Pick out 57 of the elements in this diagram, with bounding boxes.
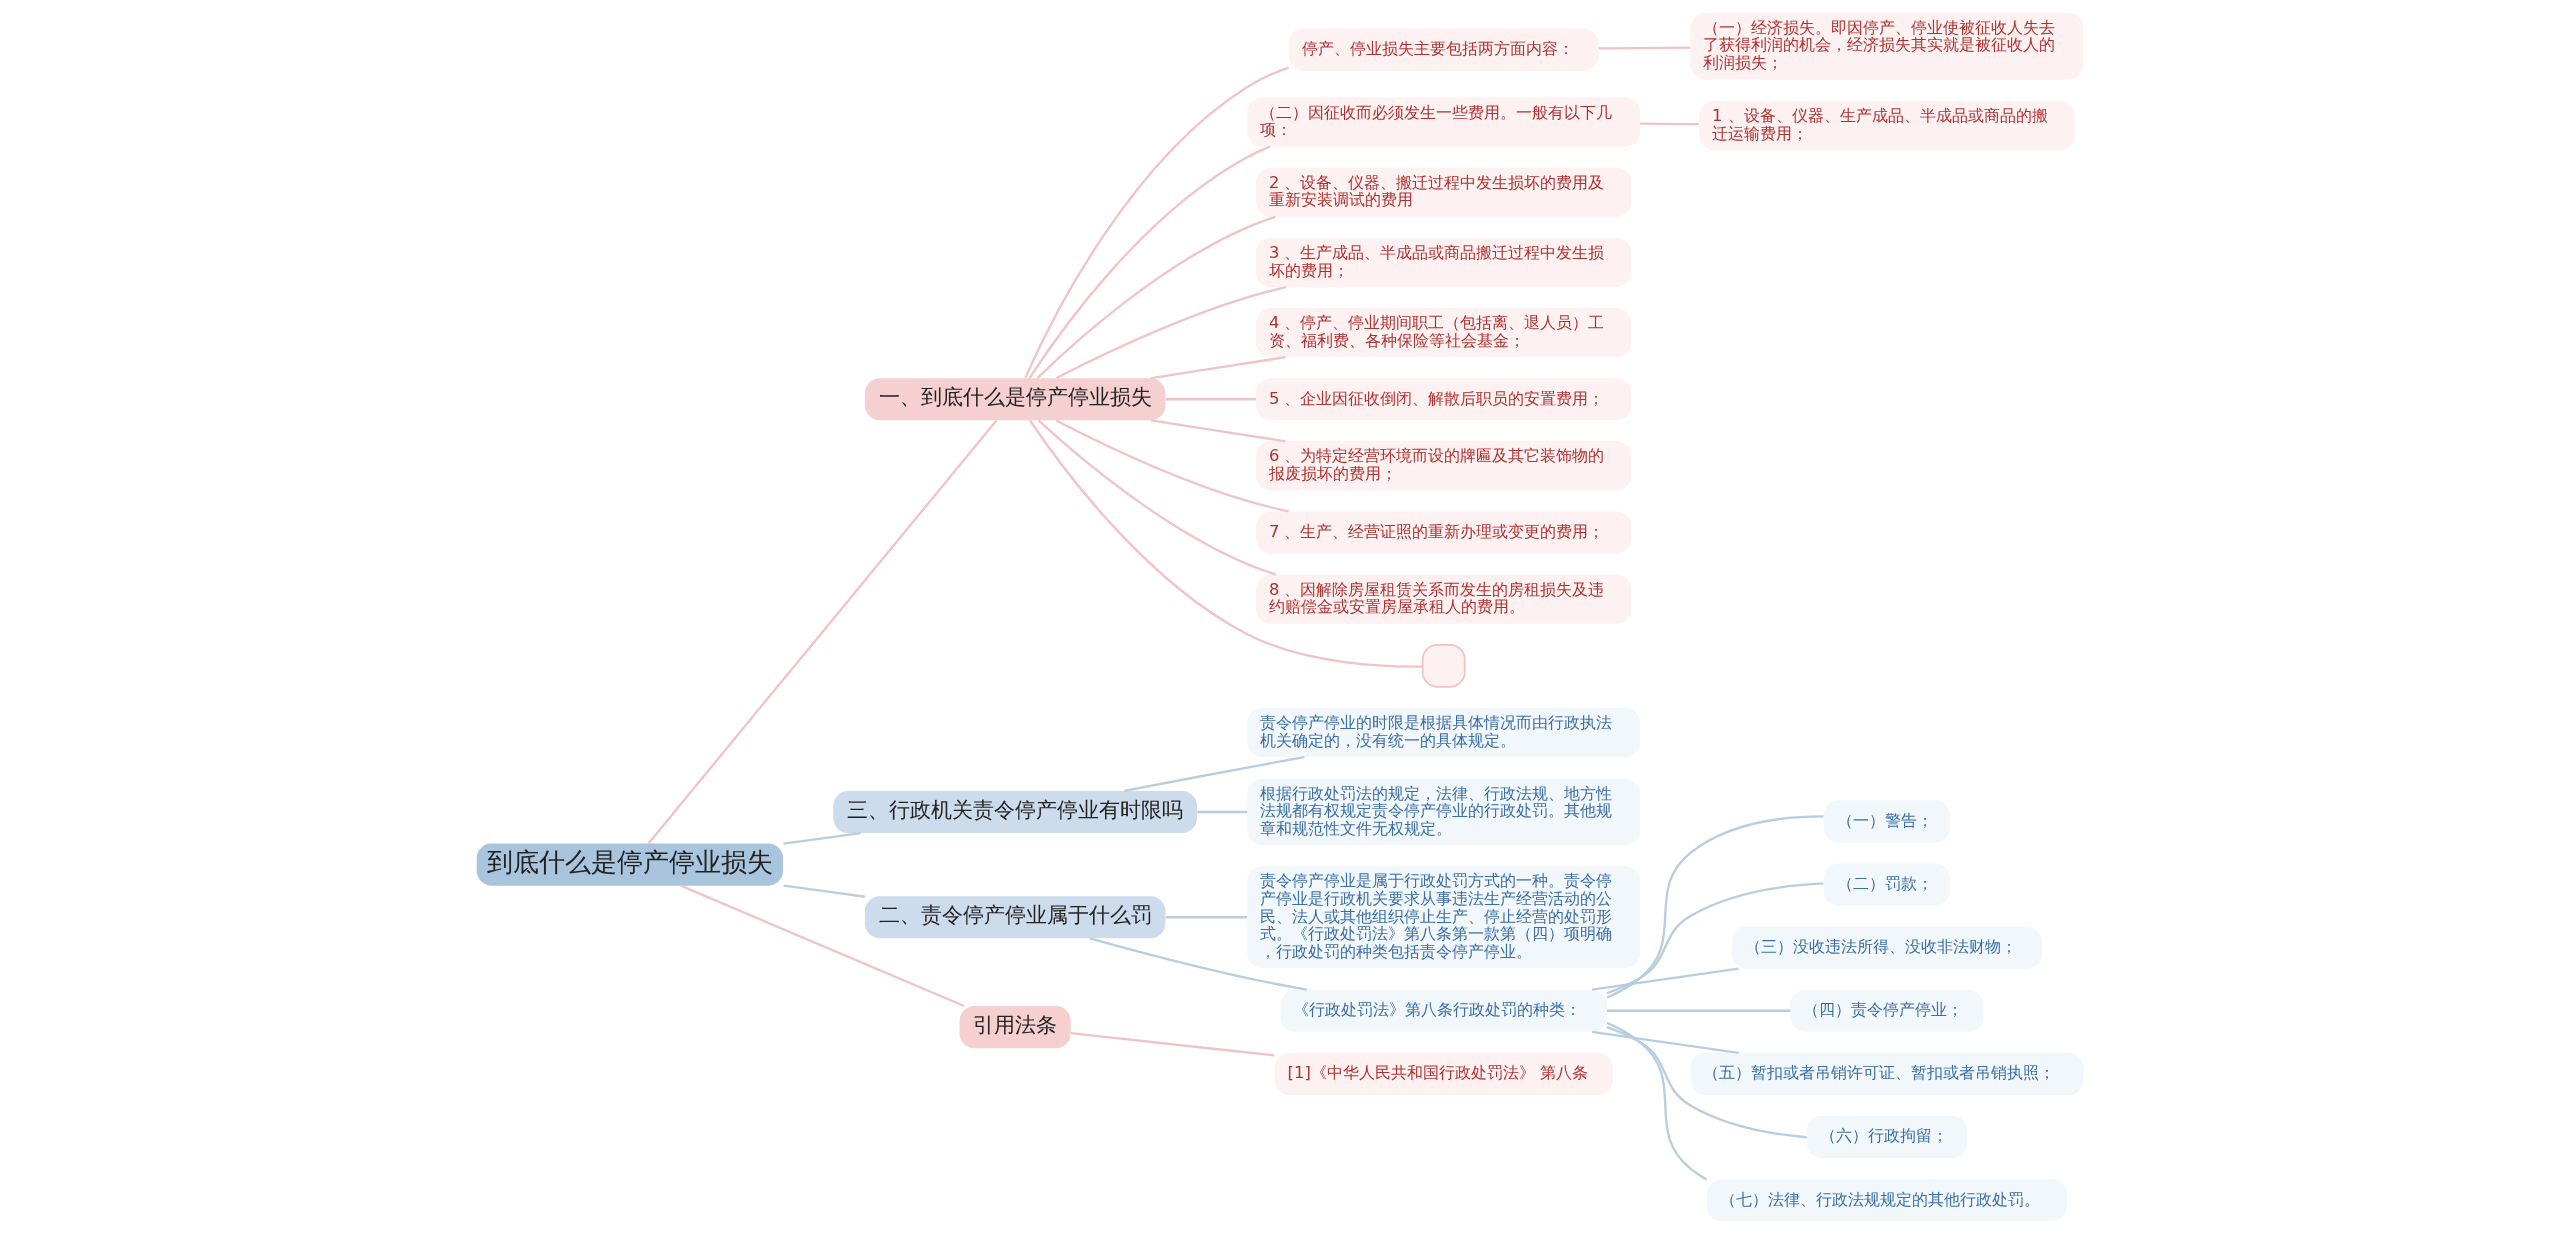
node-box: 3 、生产成品、半成品或商品搬迁过程中发生损坏的费用； <box>1256 237 1632 287</box>
node-box: （七）法律、行政法规规定的其他行政处罚。 <box>1706 1179 2067 1222</box>
connector <box>783 831 861 845</box>
connector <box>1165 916 1247 919</box>
connector <box>1089 937 1307 991</box>
connector <box>1591 967 1739 991</box>
node-box: 根据行政处罚法的规定，法律、行政法规、地方性法规都有权规定责令停产停业的行政处罚。其他规章和规范性文件无权规定。 <box>1247 778 1641 846</box>
node-box: 二、责令停产停业属于什么罚 <box>864 896 1166 939</box>
node-box <box>1421 643 1466 688</box>
node-box: 4 、停产、停业期间职工（包括离、退人员）工资、福利费、各种保险等社会基金； <box>1256 308 1632 358</box>
node-box: （四）责令停产停业； <box>1790 989 1984 1032</box>
connector <box>1598 46 1691 50</box>
node-box: 1 、设备、仪器、生产成品、半成品或商品的搬迁运输费用； <box>1699 101 2075 151</box>
connector <box>1606 1009 1791 1012</box>
node-box: （一）经济损失。即因停产、停业使被征收人失去了获得利润的机会，经济损失其实就是被征收人的利润损失； <box>1690 12 2084 80</box>
connector <box>1606 882 1824 995</box>
connector <box>1165 398 1256 401</box>
connector <box>680 884 965 1008</box>
node-box: （二）罚款； <box>1823 863 1950 906</box>
node-box: 一、到底什么是停产停业损失 <box>864 378 1166 421</box>
connector <box>1029 419 1423 668</box>
connector <box>1070 1031 1275 1057</box>
node-box: 2 、设备、仪器、搬迁过程中发生损坏的费用及重新安装调试的费用 <box>1256 167 1632 217</box>
connector <box>1024 66 1289 379</box>
connector <box>1036 215 1276 379</box>
node-box: 7 、生产、经营证照的重新办理或变更的费用； <box>1256 511 1632 554</box>
node-box: 引用法条 <box>959 1006 1071 1049</box>
node-box: [1]《中华人民共和国行政处罚法》 第八条 <box>1274 1052 1613 1095</box>
node-box: 责令停产停业是属于行政处罚方式的一种。责令停产停业是行政机关要求从事违法生产经营活动的公民、法人或其他组织停止生产、停止经营的处罚形式。《行政处罚法》第八条第一款第（四）项明确，行政处罚的种类包括责令停产停业。 <box>1247 866 1641 969</box>
node-box: （三）没收违法所得、没收非法财物； <box>1731 926 2042 969</box>
connector <box>1606 1021 1708 1181</box>
node-box: （六）行政拘留； <box>1806 1116 1967 1159</box>
connector <box>1037 419 1277 576</box>
node-box: 8 、因解除房屋租赁关系而发生的房租损失及违约赔偿金或安置房屋承租人的费用。 <box>1256 574 1632 624</box>
connector <box>1197 810 1248 814</box>
node-box: （一）警告； <box>1823 800 1950 843</box>
node-box: 三、行政机关责令停产停业有时限吗 <box>833 790 1197 834</box>
connector <box>1124 755 1305 793</box>
connector <box>1640 122 1700 126</box>
node-box: （五）暂扣或者吊销许可证、暂扣或者吊销执照； <box>1690 1052 2084 1095</box>
connector <box>647 419 998 845</box>
connector <box>1055 419 1289 513</box>
connector <box>1606 815 1824 999</box>
node-box: 责令停产停业的时限是根据具体情况而由行政执法机关确定的，没有统一的具体规定。 <box>1247 707 1641 758</box>
connector <box>1028 145 1271 379</box>
node-box: 5 、企业因征收倒闭、解散后职员的安置费用； <box>1256 378 1632 421</box>
node-box: 《行政处罚法》第八条行政处罚的种类： <box>1280 989 1607 1032</box>
connector <box>1151 355 1286 380</box>
node-box: （二）因征收而必须发生一些费用。一般有以下几项： <box>1247 97 1641 147</box>
connector <box>1606 1026 1807 1139</box>
node-box: 停产、停业损失主要包括两方面内容： <box>1288 28 1599 71</box>
connector <box>1591 1030 1739 1054</box>
connector <box>783 884 865 898</box>
connector <box>1055 285 1287 380</box>
connector <box>1151 419 1286 443</box>
node-box: 到底什么是停产停业损失 <box>476 843 784 886</box>
node-box: 6 、为特定经营环境而设的牌匾及其它装饰物的报废损坏的费用； <box>1256 441 1632 491</box>
